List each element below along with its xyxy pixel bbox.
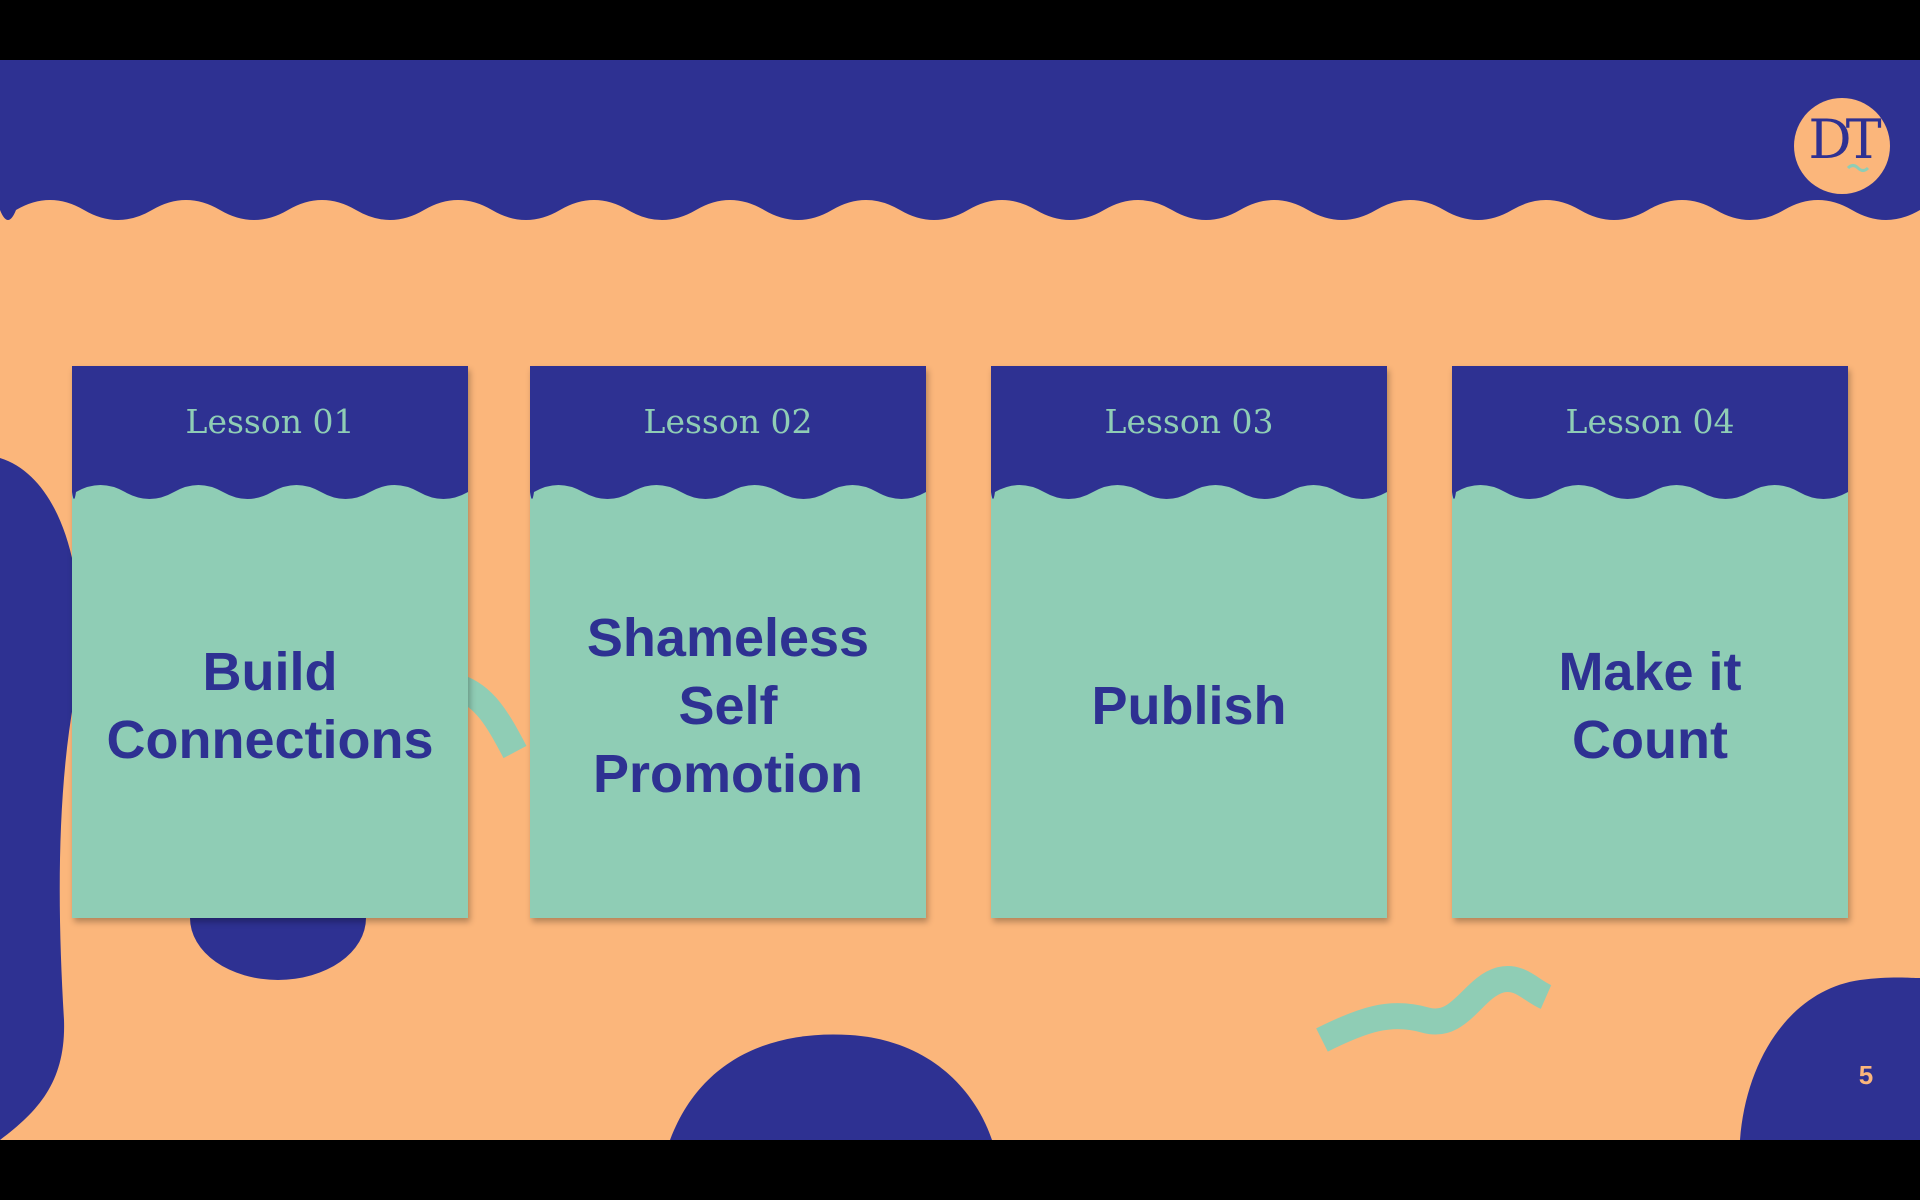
top-wave-banner (0, 60, 1920, 220)
card-header-wave (530, 366, 926, 499)
card-header: Lesson 04 (1452, 366, 1848, 506)
lesson-card-4[interactable]: Lesson 04 Make it Count (1452, 366, 1848, 918)
logo-wave-icon (1846, 164, 1870, 172)
lesson-card-2[interactable]: Lesson 02 Shameless Self Promotion (530, 366, 926, 918)
left-blob (0, 458, 80, 1140)
lesson-card-1[interactable]: Lesson 01 Build Connections (72, 366, 468, 918)
card-body: Make it Count (1452, 494, 1848, 918)
card-title: Make it Count (1558, 642, 1742, 770)
card-body: Build Connections (72, 494, 468, 918)
card-header-wave (991, 366, 1387, 499)
card-lesson-label: Lesson 01 (185, 402, 355, 441)
card-header-wave (72, 366, 468, 499)
lesson-card-3[interactable]: Lesson 03 Publish (991, 366, 1387, 918)
bottom-center-blob (670, 1034, 992, 1140)
card-header: Lesson 03 (991, 366, 1387, 506)
card-lesson-label: Lesson 02 (643, 402, 813, 441)
dt-logo: DT (1794, 98, 1890, 194)
mint-squiggle-right (1316, 966, 1552, 1052)
card-body: Publish (991, 494, 1387, 918)
card-lesson-label: Lesson 04 (1565, 402, 1735, 441)
card-title: Publish (1091, 676, 1287, 736)
card-body: Shameless Self Promotion (530, 494, 926, 918)
page-number: 5 (1858, 1060, 1874, 1090)
card-title: Shameless Self Promotion (586, 608, 870, 804)
card-title: Build Connections (106, 642, 434, 770)
bottom-right-blob (1740, 977, 1920, 1140)
background-decorations (0, 60, 1920, 1140)
slide: DT Lesson 01 Build Connections Lesson 02… (0, 60, 1920, 1140)
card-header: Lesson 02 (530, 366, 926, 506)
dt-monogram-icon: DT (1808, 108, 1881, 171)
card-header: Lesson 01 (72, 366, 468, 506)
card-lesson-label: Lesson 03 (1104, 402, 1274, 441)
card-header-wave (1452, 366, 1848, 499)
